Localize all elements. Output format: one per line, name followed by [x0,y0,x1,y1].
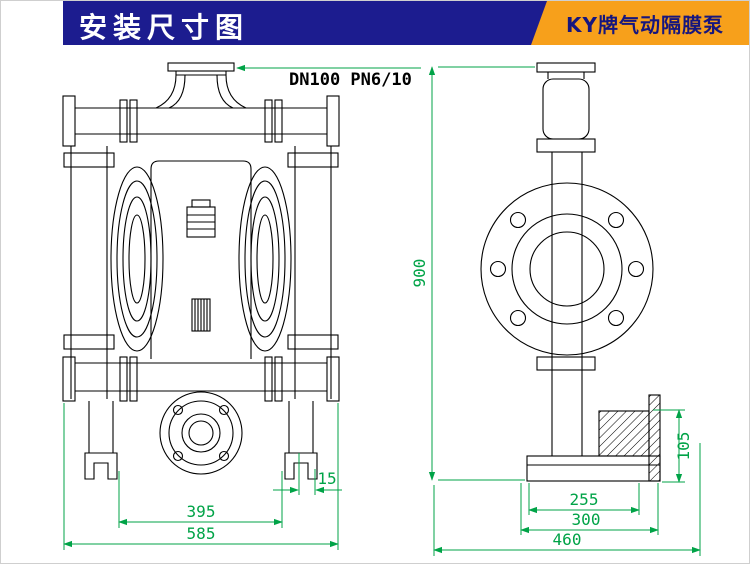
dim-overall-width-label: 585 [187,524,216,543]
dim-base-mid-label: 300 [572,510,601,529]
dim-inlet-spec: DN100 PN6/10 [236,64,421,90]
pump-side-view [480,62,661,482]
dim-foot-offset-label: 15 [317,469,336,488]
inlet-spec-label: DN100 PN6/10 [289,70,412,90]
dim-base-inner-label: 255 [570,490,599,509]
dim-base-mid: 300 [520,483,659,535]
dim-side-overall-width: 460 [433,443,701,556]
dim-overall-width: 585 [63,403,339,550]
dim-side-overall-width-label: 460 [553,530,582,549]
dim-base-height: 105 [653,409,693,483]
dim-foot-offset: 15 [273,453,342,495]
product-badge: KY牌气动隔膜泵 [531,1,749,45]
header: 安装尺寸图 KY牌气动隔膜泵 [1,1,749,48]
dim-overall-height: 900 [410,66,535,481]
product-badge-label: KY牌气动隔膜泵 [566,12,724,37]
dim-base-height-label: 105 [674,432,693,461]
pump-front-view [62,62,340,480]
dim-foot-span-label: 395 [187,502,216,521]
dim-foot-span: 395 [118,471,283,528]
page-title: 安装尺寸图 [79,11,250,44]
dim-base-inner: 255 [528,483,640,515]
dim-overall-height-label: 900 [410,259,429,288]
